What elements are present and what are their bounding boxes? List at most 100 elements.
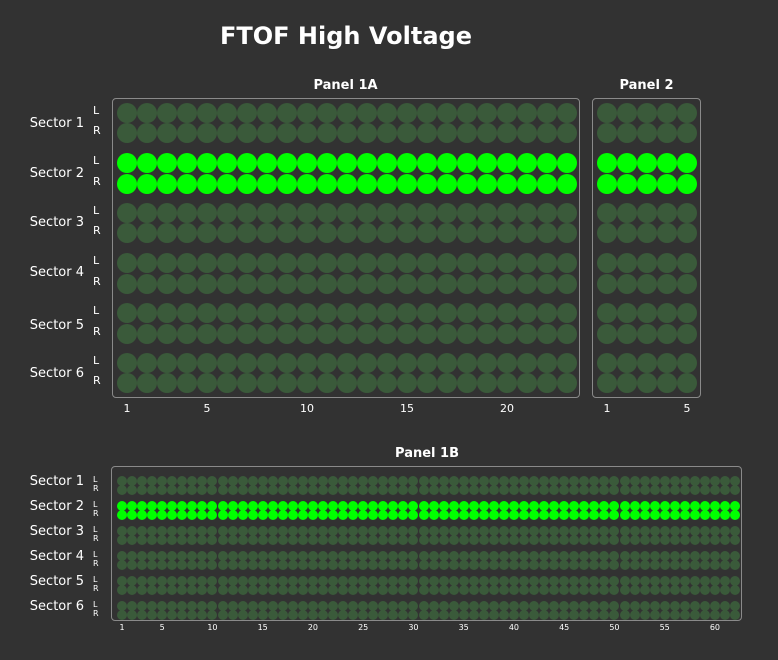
channel-indicator xyxy=(458,610,469,620)
channel-indicator xyxy=(417,153,437,173)
channel-indicator xyxy=(597,373,617,393)
channel-indicator xyxy=(669,601,680,611)
channel-indicator xyxy=(177,560,188,570)
channel-indicator xyxy=(619,535,630,545)
channel-indicator xyxy=(397,303,417,323)
channel-indicator xyxy=(417,303,437,323)
channel-indicator xyxy=(137,560,148,570)
channel-indicator xyxy=(217,601,228,611)
channel-indicator xyxy=(217,303,237,323)
channel-indicator xyxy=(478,501,489,511)
channel-indicator xyxy=(227,476,238,486)
channel-indicator xyxy=(609,510,620,520)
channel-indicator xyxy=(117,510,127,520)
channel-indicator xyxy=(549,535,560,545)
channel-indicator xyxy=(537,203,557,223)
sector-label: Sector 2 xyxy=(29,499,84,514)
channel-indicator xyxy=(217,560,228,570)
channel-indicator xyxy=(517,274,537,294)
channel-indicator xyxy=(197,610,208,620)
channel-indicator xyxy=(417,103,437,123)
channel-indicator xyxy=(689,610,700,620)
channel-indicator xyxy=(277,203,297,223)
channel-indicator xyxy=(237,324,257,344)
channel-indicator xyxy=(579,585,590,595)
channel-indicator xyxy=(408,526,419,536)
channel-indicator xyxy=(498,510,509,520)
side-label: R xyxy=(93,124,101,137)
channel-indicator xyxy=(649,560,660,570)
channel-indicator xyxy=(177,253,197,273)
channel-indicator xyxy=(657,373,677,393)
channel-indicator xyxy=(617,223,637,243)
channel-indicator xyxy=(669,535,680,545)
channel-indicator xyxy=(529,535,540,545)
channel-indicator xyxy=(297,153,317,173)
channel-indicator xyxy=(617,174,637,194)
channel-indicator xyxy=(117,324,137,344)
channel-indicator xyxy=(237,303,257,323)
channel-indicator xyxy=(398,485,409,495)
axis-tick-label: 25 xyxy=(358,623,369,632)
channel-indicator xyxy=(207,601,218,611)
channel-indicator xyxy=(337,174,357,194)
axis-tick-label: 1 xyxy=(603,402,611,415)
channel-indicator xyxy=(167,526,178,536)
channel-indicator xyxy=(157,324,177,344)
channel-indicator xyxy=(557,223,577,243)
channel-indicator xyxy=(297,353,317,373)
channel-indicator xyxy=(657,303,677,323)
channel-indicator xyxy=(428,610,439,620)
channel-indicator xyxy=(388,560,399,570)
channel-indicator xyxy=(559,585,570,595)
channel-indicator xyxy=(357,153,377,173)
channel-indicator xyxy=(720,576,730,586)
sector-label: Sector 6 xyxy=(29,599,84,614)
channel-indicator xyxy=(488,526,499,536)
channel-indicator xyxy=(448,476,459,486)
channel-indicator xyxy=(157,353,177,373)
channel-indicator xyxy=(649,510,660,520)
channel-indicator xyxy=(207,535,218,545)
channel-indicator xyxy=(398,585,409,595)
channel-indicator xyxy=(377,103,397,123)
channel-indicator xyxy=(477,274,497,294)
channel-indicator xyxy=(207,476,218,486)
channel-indicator xyxy=(599,501,610,511)
channel-indicator xyxy=(529,560,540,570)
channel-indicator xyxy=(328,510,339,520)
channel-indicator xyxy=(539,476,550,486)
channel-indicator xyxy=(669,576,680,586)
channel-indicator xyxy=(378,485,389,495)
channel-indicator xyxy=(720,501,730,511)
channel-indicator xyxy=(317,373,337,393)
channel-indicator xyxy=(257,123,277,143)
channel-indicator xyxy=(418,576,429,586)
channel-indicator xyxy=(267,585,278,595)
channel-indicator xyxy=(539,485,550,495)
channel-indicator xyxy=(217,274,237,294)
channel-indicator xyxy=(559,501,570,511)
channel-indicator xyxy=(247,526,258,536)
channel-indicator xyxy=(418,610,429,620)
channel-indicator xyxy=(358,560,369,570)
channel-indicator xyxy=(428,560,439,570)
channel-indicator xyxy=(677,353,697,373)
channel-indicator xyxy=(167,610,178,620)
channel-indicator xyxy=(517,353,537,373)
channel-indicator xyxy=(368,601,379,611)
channel-indicator xyxy=(468,576,479,586)
channel-indicator xyxy=(287,551,298,561)
channel-indicator xyxy=(247,551,258,561)
channel-indicator xyxy=(358,601,369,611)
channel-indicator xyxy=(307,585,318,595)
channel-indicator xyxy=(448,601,459,611)
channel-indicator xyxy=(629,576,640,586)
channel-indicator xyxy=(629,476,640,486)
channel-indicator xyxy=(619,501,630,511)
channel-indicator xyxy=(557,174,577,194)
axis-tick-label: 40 xyxy=(508,623,520,632)
channel-indicator xyxy=(418,551,429,561)
channel-indicator xyxy=(448,585,459,595)
channel-indicator xyxy=(488,476,499,486)
